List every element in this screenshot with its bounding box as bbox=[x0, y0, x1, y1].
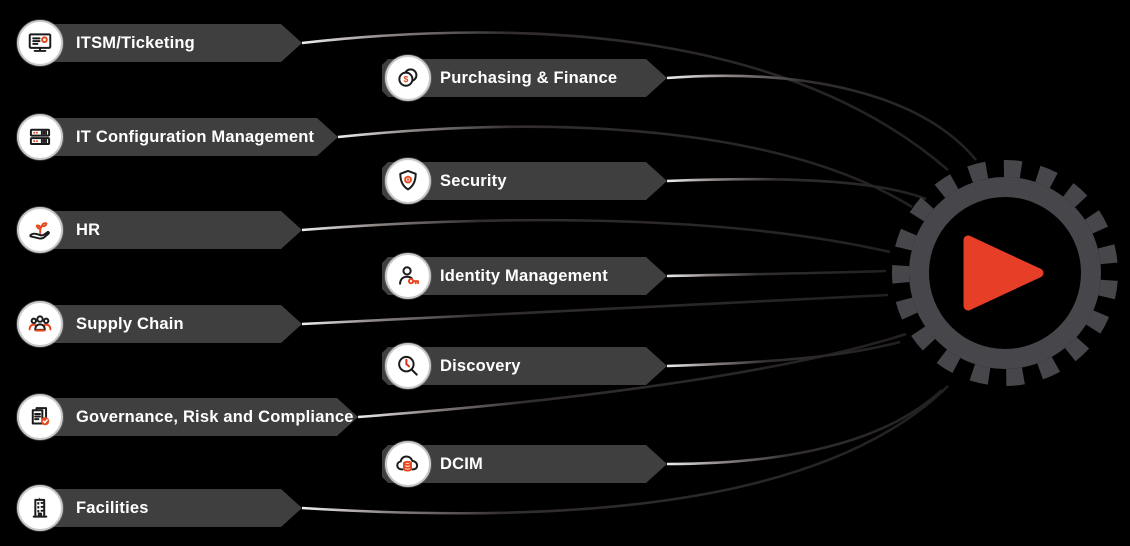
item-bar bbox=[26, 305, 302, 343]
item-governance-risk-compliance: Governance, Risk and Compliance bbox=[17, 389, 358, 445]
item-security: Security bbox=[382, 153, 667, 209]
item-itsm-ticketing: ITSM/Ticketing bbox=[17, 15, 302, 71]
item-facilities: Facilities bbox=[17, 480, 302, 536]
item-label: ITSM/Ticketing bbox=[76, 34, 195, 52]
connector-line-purchasing bbox=[666, 74, 978, 161]
item-label: DCIM bbox=[440, 455, 483, 473]
item-it-configuration-management: IT Configuration Management bbox=[17, 109, 338, 165]
item-bar bbox=[26, 24, 302, 62]
document-check-icon bbox=[17, 394, 63, 440]
gear-teeth bbox=[892, 160, 1118, 386]
hand-sprout-icon bbox=[17, 207, 63, 253]
item-label: Facilities bbox=[76, 499, 149, 517]
item-purchasing-finance: $ Purchasing & Finance bbox=[382, 50, 667, 106]
monitor-ticket-icon bbox=[17, 20, 63, 66]
connector-line-identity bbox=[666, 269, 887, 278]
cloud-database-icon bbox=[385, 441, 431, 487]
coins-dollar-icon: $ bbox=[385, 55, 431, 101]
item-label: Discovery bbox=[440, 357, 521, 375]
person-key-icon bbox=[385, 253, 431, 299]
gear-ring bbox=[909, 177, 1101, 369]
item-hr: HR bbox=[17, 202, 302, 258]
shield-gear-icon bbox=[385, 158, 431, 204]
item-bar bbox=[26, 489, 302, 527]
item-label: HR bbox=[76, 221, 101, 239]
gear-play-icon bbox=[892, 160, 1118, 386]
item-label: Supply Chain bbox=[76, 315, 184, 333]
connector-line-dcim bbox=[666, 389, 943, 466]
item-discovery: Discovery bbox=[382, 338, 667, 394]
item-dcim: DCIM bbox=[382, 436, 667, 492]
server-stack-icon bbox=[17, 114, 63, 160]
building-icon bbox=[17, 485, 63, 531]
people-group-icon bbox=[17, 301, 63, 347]
magnifier-clock-icon bbox=[385, 343, 431, 389]
play-icon bbox=[963, 235, 1044, 311]
item-label: Governance, Risk and Compliance bbox=[76, 408, 354, 426]
connector-line-security bbox=[666, 177, 927, 201]
item-label: IT Configuration Management bbox=[76, 128, 315, 146]
item-bar bbox=[26, 211, 302, 249]
item-label: Purchasing & Finance bbox=[440, 69, 618, 87]
item-identity-management: Identity Management bbox=[382, 248, 667, 304]
item-bar bbox=[26, 398, 358, 436]
item-supply-chain: Supply Chain bbox=[17, 296, 302, 352]
item-label: Identity Management bbox=[440, 267, 608, 285]
svg-text:$: $ bbox=[404, 74, 409, 84]
connector-line-discovery bbox=[666, 340, 901, 368]
item-label: Security bbox=[440, 172, 507, 190]
item-bar bbox=[26, 118, 338, 156]
